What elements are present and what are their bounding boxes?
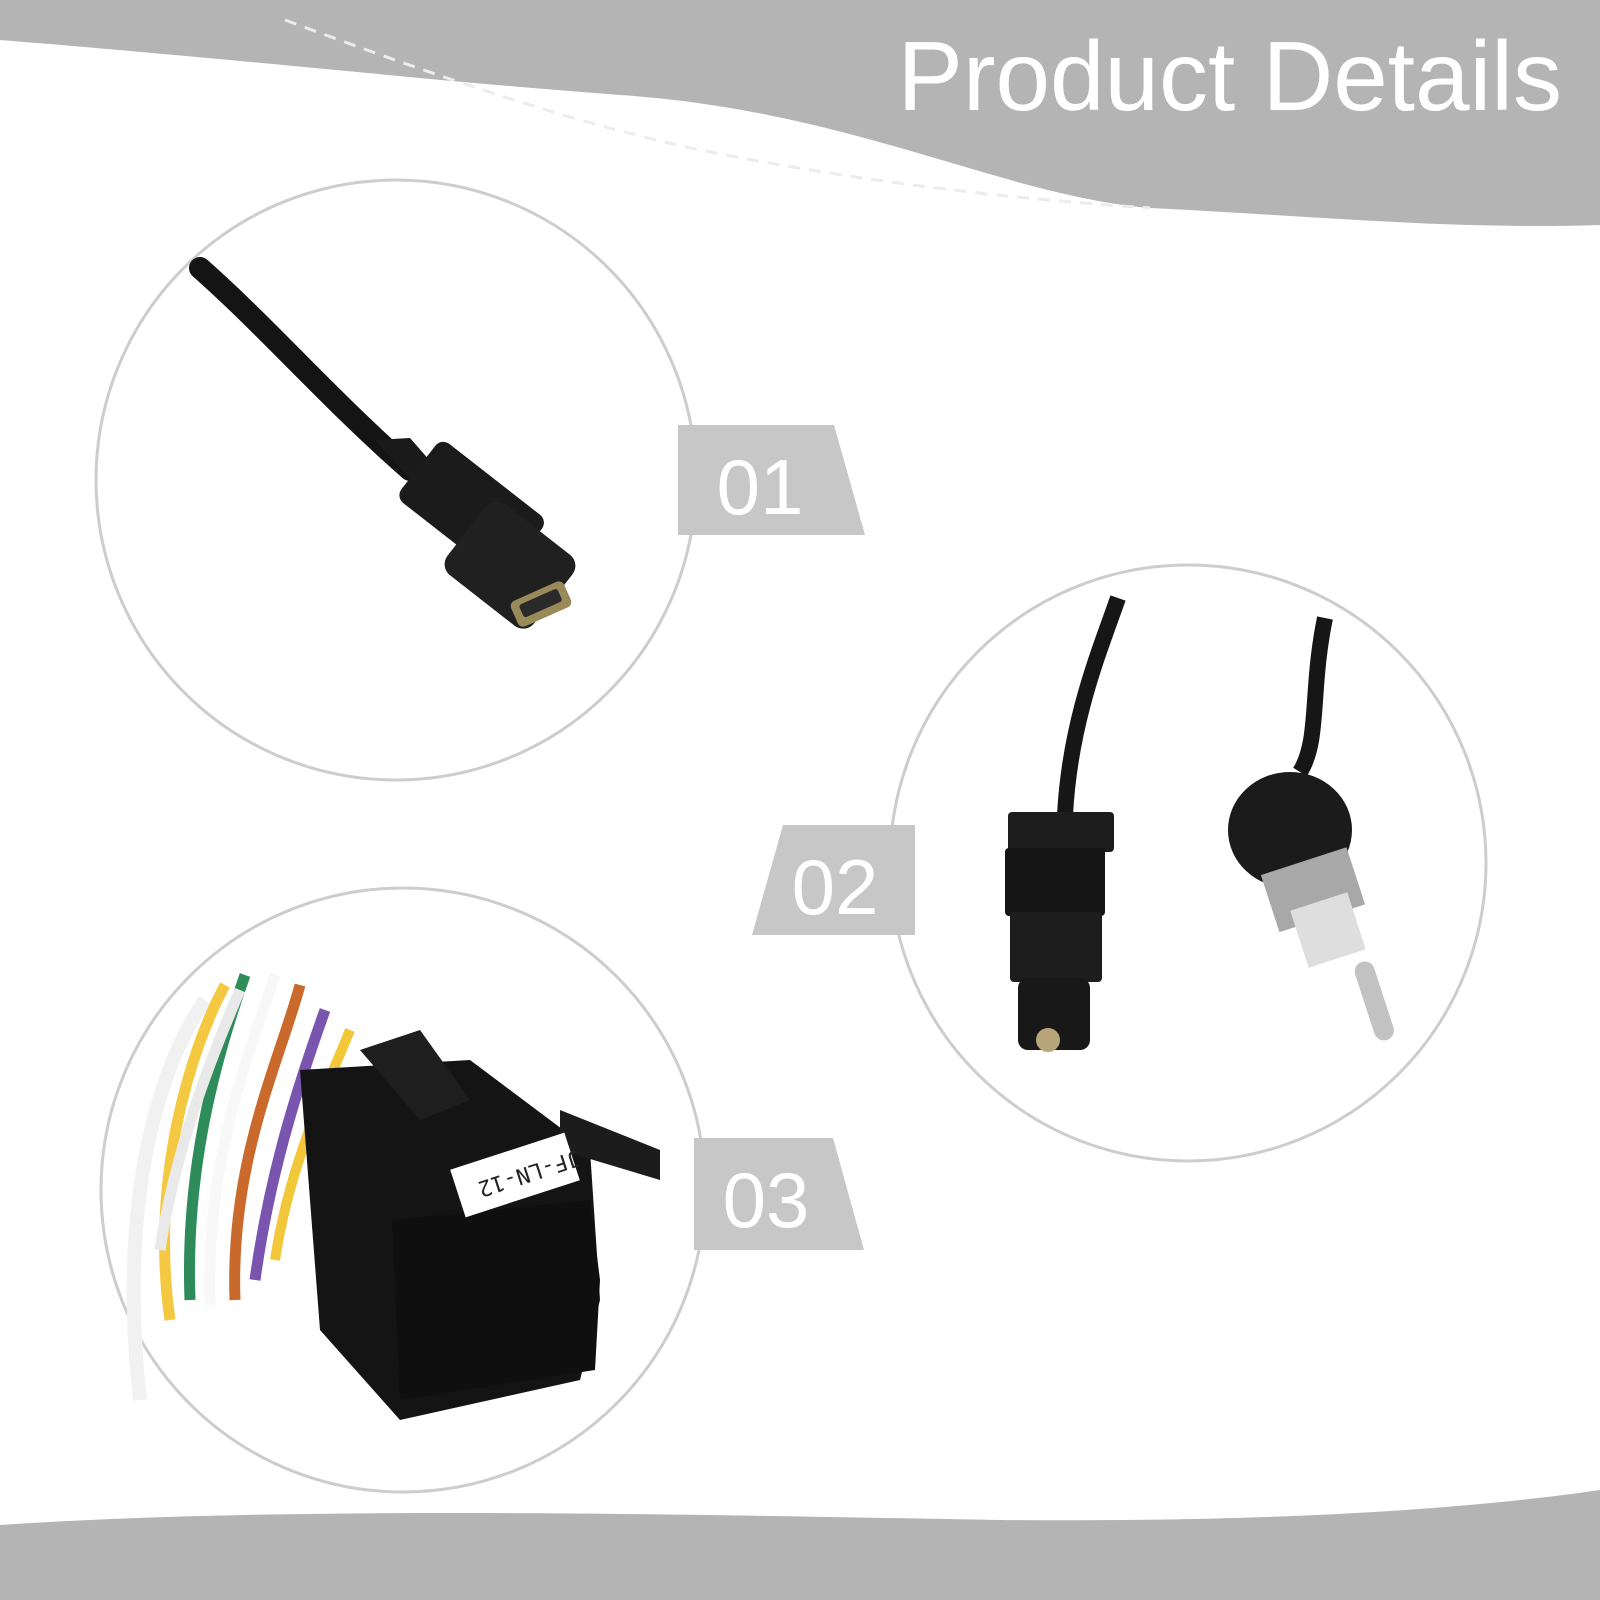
badge-03-bg [694, 1138, 864, 1250]
badge-02-bg [752, 825, 915, 935]
badge-03-label: 03 [722, 1156, 810, 1244]
badge-01-bg [678, 425, 865, 535]
page-title: Product Details [897, 21, 1562, 131]
product-image-usb-cable [94, 178, 698, 782]
footer-band [0, 1490, 1600, 1600]
product-image-antenna-adapter [888, 563, 1488, 1163]
footer-white-curve [0, 1480, 1600, 1522]
product-image-wire-harness [99, 886, 707, 1494]
badge-02-label: 02 [791, 843, 879, 931]
badge-01-label: 01 [716, 443, 804, 531]
header-band [0, 0, 1600, 227]
